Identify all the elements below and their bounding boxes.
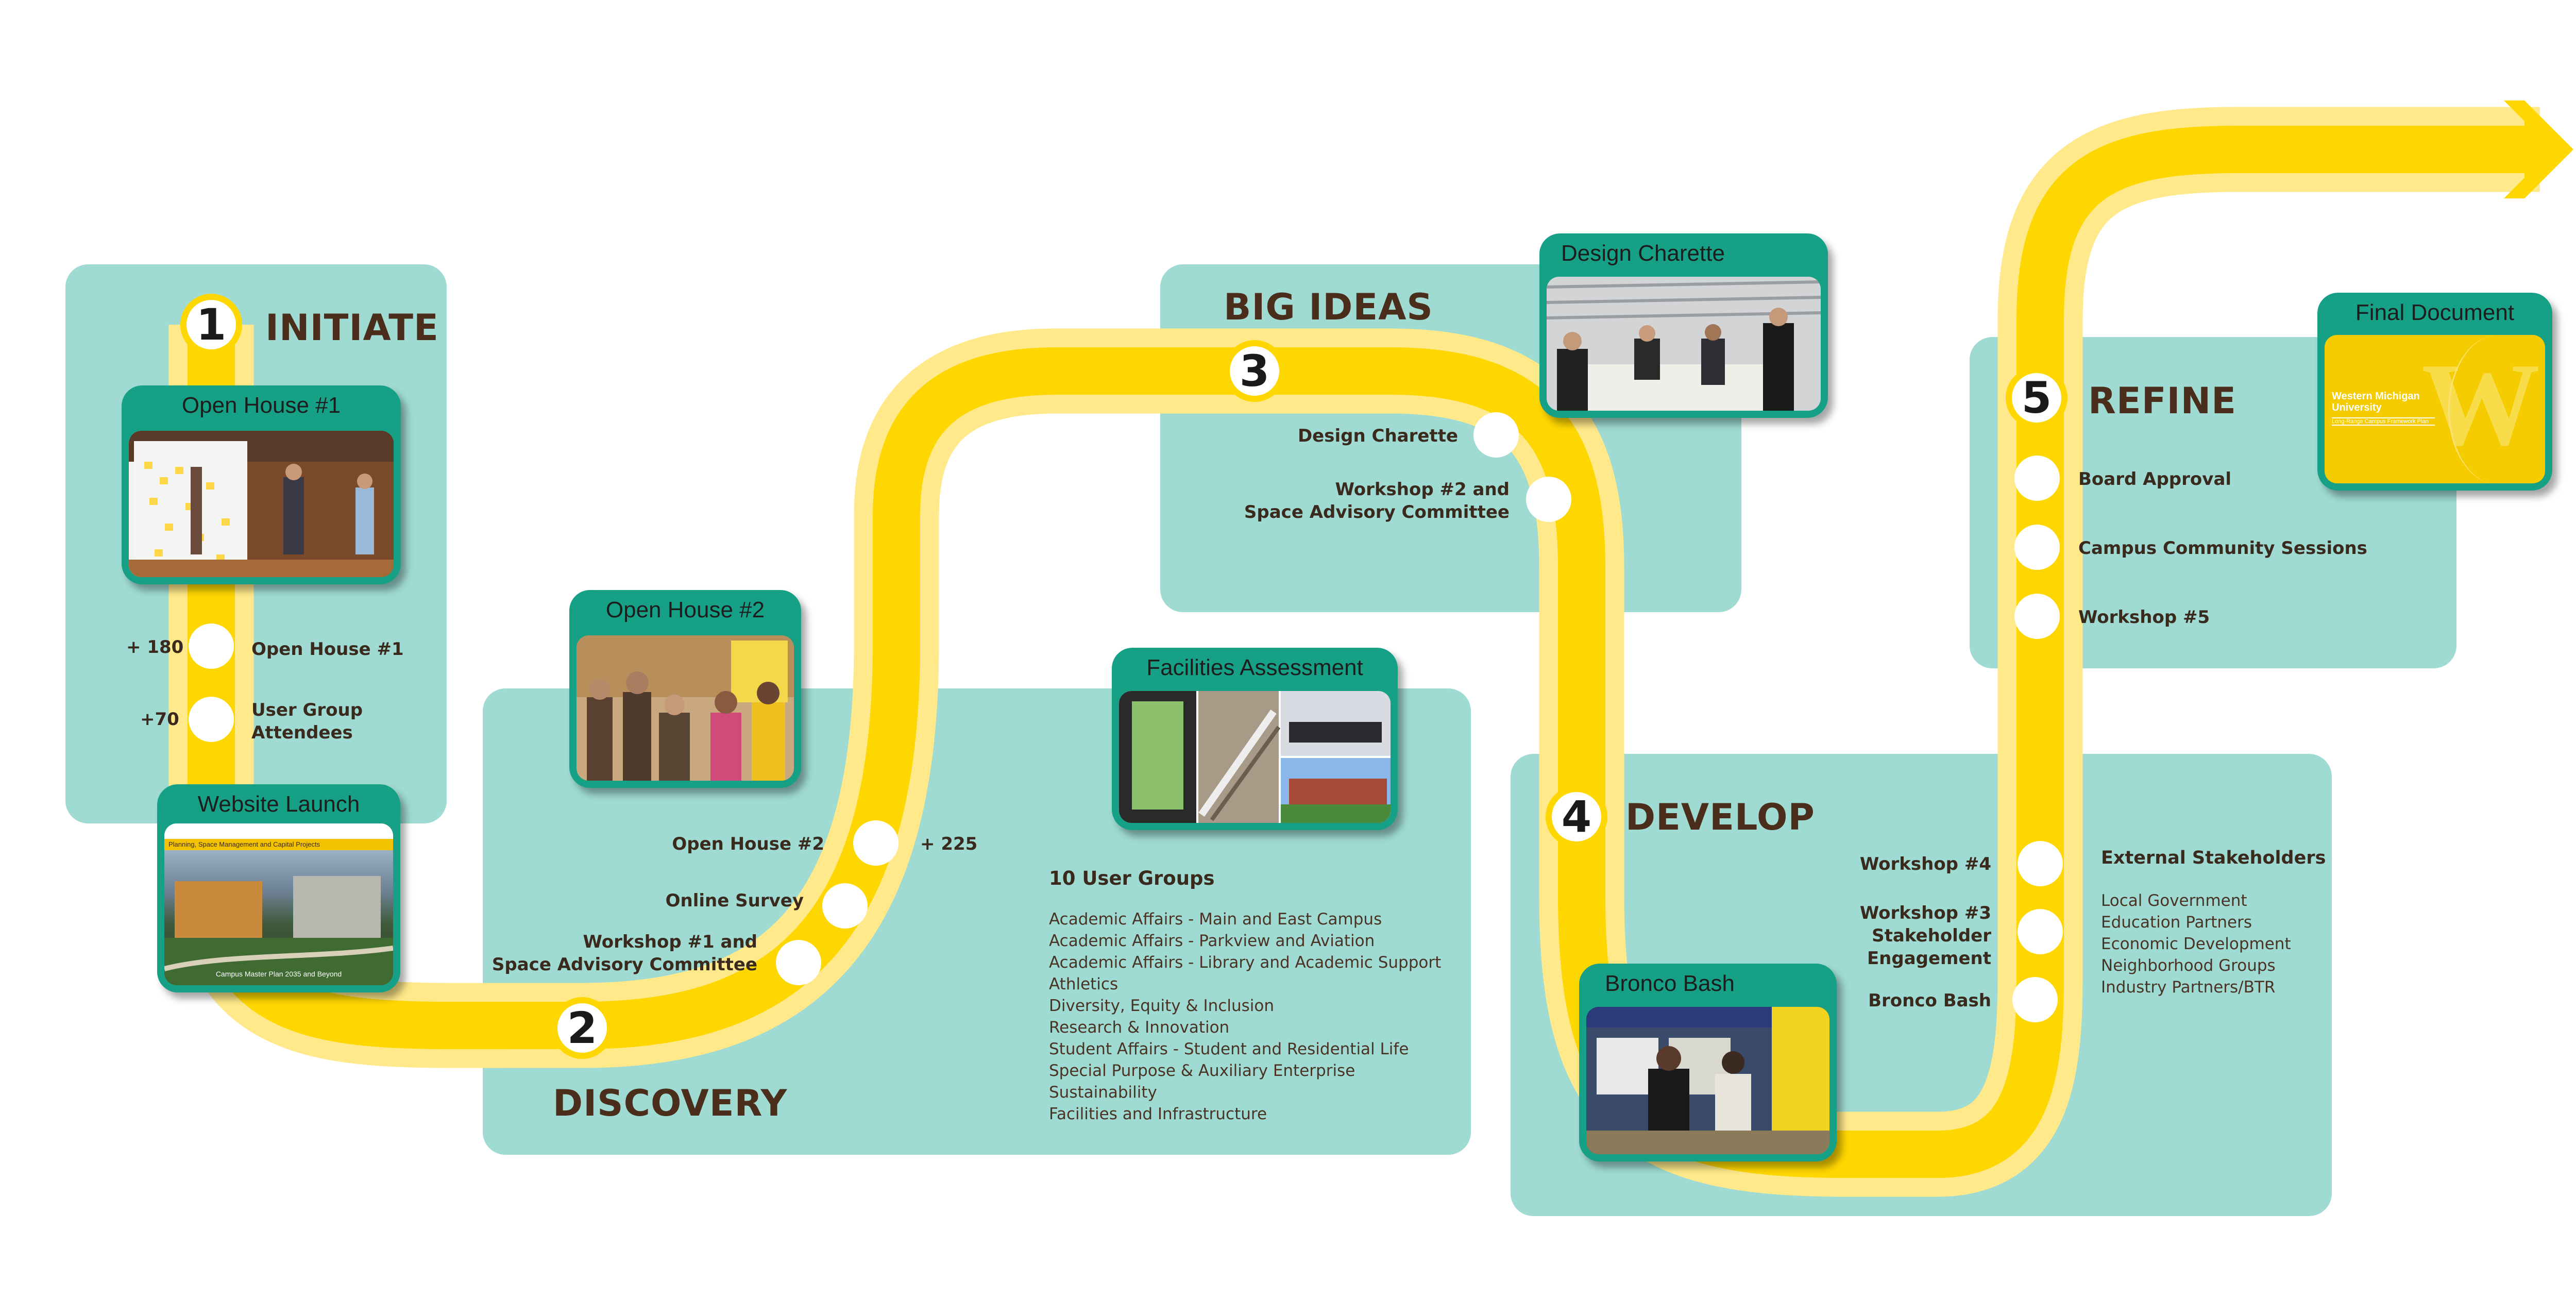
open-house-2-photo — [577, 635, 794, 781]
stage-5-number: 5 — [2006, 367, 2067, 429]
event-line: Workshop #1 and — [583, 932, 757, 952]
stage-2-number: 2 — [551, 997, 613, 1059]
card-title: Open House #2 — [605, 597, 765, 622]
initiate-event-1: Open House #1 — [251, 639, 404, 660]
initiate-event-2: User Group Attendees — [251, 699, 363, 744]
external-stakeholders-title: External Stakeholders — [2101, 848, 2326, 868]
website-banner: Planning, Space Management and Capital P… — [164, 839, 393, 850]
milestone-dot — [776, 940, 821, 985]
cover-subtitle: Long-Range Campus Framework Plan — [2332, 417, 2435, 426]
list-item: Diversity, Equity & Inclusion — [1049, 997, 1274, 1015]
milestone-dot — [189, 624, 234, 669]
card-title: Design Charette — [1561, 241, 1725, 266]
card-bronco-bash: Bronco Bash — [1579, 964, 1837, 1161]
event-line: Engagement — [1867, 948, 1991, 969]
user-groups-title: 10 User Groups — [1049, 867, 1215, 889]
card-open-house-2: Open House #2 — [569, 590, 801, 788]
card-title: Open House #1 — [181, 393, 341, 418]
milestone-dot — [2012, 977, 2058, 1022]
card-website-launch: Website Launch Planning, Space Managemen… — [157, 784, 400, 992]
list-item: Academic Affairs - Parkview and Aviation — [1049, 932, 1375, 950]
list-item: Neighborhood Groups — [2101, 956, 2276, 975]
discovery-workshop-1: Workshop #1 and Space Advisory Committee — [492, 931, 757, 976]
card-final-document: Final Document W Western Michigan Univer… — [2317, 293, 2552, 491]
event-line: Stakeholder — [1872, 925, 1991, 947]
discovery-count: + 225 — [920, 834, 978, 854]
list-item: Academic Affairs - Library and Academic … — [1049, 953, 1442, 972]
initiate-count-2: +70 — [140, 709, 179, 730]
milestone-dot — [2014, 594, 2060, 639]
list-item: Academic Affairs - Main and East Campus — [1049, 910, 1382, 929]
stage-initiate-title: INITIATE — [265, 307, 439, 349]
develop-workshop-4: Workshop #4 — [1859, 854, 1991, 874]
card-facilities-assessment: Facilities Assessment — [1112, 648, 1398, 830]
list-item: Facilities and Infrastructure — [1049, 1105, 1267, 1123]
initiate-count-1: + 180 — [126, 637, 184, 658]
stage-1-number: 1 — [180, 294, 242, 356]
stage-develop-title: DEVELOP — [1625, 796, 1815, 838]
stage-4-number: 4 — [1546, 786, 1607, 848]
milestone-dot — [2018, 841, 2063, 886]
design-charette-photo — [1547, 277, 1821, 411]
cover-title-line-1: Western Michigan — [2332, 391, 2420, 402]
external-stakeholders-list: Local Government Education Partners Econ… — [2101, 890, 2291, 998]
open-house-1-photo — [129, 431, 394, 577]
event-line: Attendees — [251, 722, 353, 744]
milestone-dot — [853, 820, 899, 866]
milestone-dot — [2014, 525, 2060, 570]
card-design-charette: Design Charette — [1539, 233, 1828, 418]
refine-campus-sessions: Campus Community Sessions — [2078, 538, 2367, 559]
bronco-bash-photo — [1586, 1007, 1829, 1154]
card-title: Final Document — [2355, 300, 2515, 325]
big-ideas-workshop-2: Workshop #2 and Space Advisory Committee — [1244, 478, 1510, 524]
refine-board-approval: Board Approval — [2078, 469, 2232, 490]
stage-refine-title: REFINE — [2088, 380, 2236, 422]
milestone-dot — [2014, 456, 2060, 501]
list-item: Local Government — [2101, 891, 2247, 910]
discovery-open-house-2: Open House #2 — [672, 834, 824, 854]
stage-discovery-title: DISCOVERY — [553, 1082, 788, 1124]
list-item: Industry Partners/BTR — [2101, 978, 2276, 997]
event-line: User Group — [251, 700, 363, 720]
list-item: Special Purpose & Auxiliary Enterprise — [1049, 1062, 1355, 1080]
stage-3-number: 3 — [1224, 340, 1285, 402]
website-caption: Campus Master Plan 2035 and Beyond — [215, 970, 342, 978]
list-item: Athletics — [1049, 975, 1118, 993]
card-open-house-1: Open House #1 — [122, 385, 401, 584]
milestone-dot — [822, 883, 868, 929]
develop-workshop-3: Workshop #3 Stakeholder Engagement — [1860, 902, 1991, 970]
list-item: Education Partners — [2101, 913, 2252, 932]
user-groups-list: Academic Affairs - Main and East Campus … — [1049, 908, 1441, 1125]
card-title: Facilities Assessment — [1146, 655, 1363, 680]
event-line: Space Advisory Committee — [492, 954, 757, 975]
list-item: Economic Development — [2101, 935, 2291, 953]
facilities-photo-collage — [1119, 691, 1391, 823]
event-line: Space Advisory Committee — [1244, 502, 1510, 523]
list-item: Research & Innovation — [1049, 1018, 1230, 1037]
card-title: Bronco Bash — [1605, 971, 1735, 996]
develop-bronco-bash: Bronco Bash — [1868, 990, 1991, 1011]
list-item: Student Affairs - Student and Residentia… — [1049, 1040, 1409, 1058]
list-item: Sustainability — [1049, 1083, 1157, 1102]
big-ideas-design-charette: Design Charette — [1297, 426, 1458, 446]
discovery-online-survey: Online Survey — [665, 890, 804, 911]
website-screenshot: Planning, Space Management and Capital P… — [164, 823, 393, 985]
cover-title-line-2: University — [2332, 402, 2382, 413]
milestone-dot — [1526, 477, 1571, 522]
event-line: Workshop #2 and — [1335, 479, 1510, 500]
event-line: Workshop #3 — [1859, 903, 1991, 923]
milestone-dot — [1473, 412, 1519, 458]
refine-workshop-5: Workshop #5 — [2078, 607, 2210, 628]
card-title: Website Launch — [197, 791, 360, 817]
milestone-dot — [189, 697, 234, 742]
stage-big-ideas-title: BIG IDEAS — [1224, 286, 1433, 328]
milestone-dot — [2018, 909, 2063, 954]
final-document-cover: W Western Michigan University Long-Range… — [2325, 335, 2545, 483]
